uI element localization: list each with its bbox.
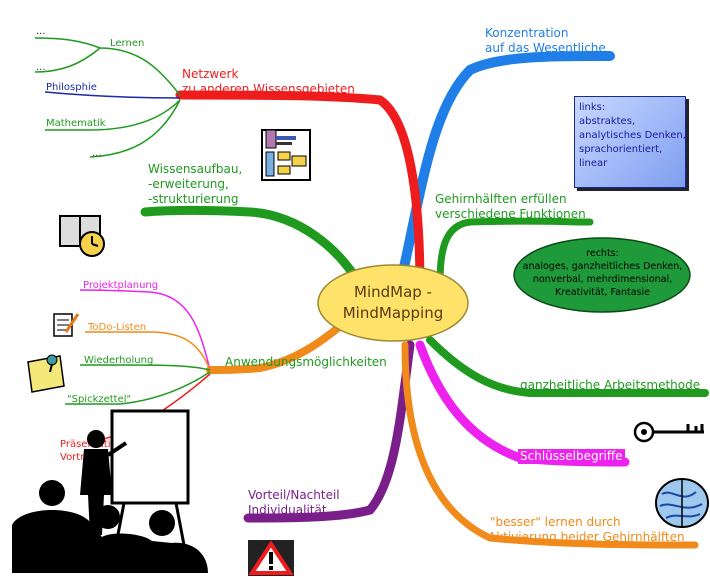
branch-vorteil	[243, 340, 415, 523]
links-text-4: sprachorientiert,	[579, 144, 663, 155]
ganzheitlich-label: ganzheitliche Arbeitsmethode	[520, 378, 701, 392]
anwendung-label: Anwendungsmöglichkeiten	[225, 355, 387, 369]
netzwerk-line-2: zu anderen Wissensgebieten	[182, 82, 355, 96]
rechts-text-3: nonverbal, mehrdimensional,	[532, 274, 673, 285]
rechts-text-1: rechts:	[586, 248, 619, 259]
links-text-1: links:	[579, 102, 606, 113]
besser-line-2: Aktivierung beider Gehirnhälften	[488, 530, 685, 544]
sub-lernen: Lernen	[110, 38, 145, 49]
branch-anwendung	[206, 314, 354, 374]
links-text-5: linear	[579, 158, 608, 169]
rechts-text: rechts: analoges, ganzheitliches Denken,…	[515, 247, 690, 299]
gehirn-line-2: verschiedene Funktionen	[435, 207, 586, 221]
rechts-text-4: Kreativität, Fantasie	[555, 287, 650, 298]
pinned-note-icon	[27, 354, 65, 393]
vorteil-line-2: Individualität	[248, 503, 327, 517]
key-icon	[633, 421, 704, 443]
konzentration-label: Konzentration auf das Wesentliche	[485, 26, 606, 56]
sub-dots-3: ...	[92, 148, 102, 159]
rechts-text-2: analoges, ganzheitliches Denken,	[522, 261, 683, 272]
presentation-silhouette-icon	[12, 409, 208, 573]
center-node	[317, 264, 469, 342]
links-text-2: abstraktes,	[579, 116, 636, 127]
notepad-pencil-icon	[53, 313, 80, 337]
netzwerk-label: Netzwerk zu anderen Wissensgebieten	[182, 67, 355, 97]
branch-wissen	[140, 206, 365, 290]
sub-dots-2: ...	[36, 62, 46, 73]
warning-icon	[248, 540, 294, 576]
book-clock-icon	[59, 215, 105, 257]
sub-projekt: Projektplanung	[83, 280, 159, 291]
sub-mathematik: Mathematik	[46, 118, 106, 129]
wissen-line-1: Wissensaufbau,	[148, 162, 243, 176]
wissen-line-3: -strukturierung	[148, 192, 239, 206]
sub-philosophie: Philosphie	[46, 82, 97, 93]
sub-wiederholung: Wiederholung	[84, 355, 154, 366]
brain-icon	[655, 478, 709, 528]
sub-dots-1: ...	[36, 26, 46, 37]
besser-line-1: "besser" lernen durch	[490, 515, 621, 529]
center-title-2: MindMapping	[342, 304, 444, 322]
branch-netzwerk	[175, 90, 425, 293]
clipboard-icon	[261, 129, 311, 181]
center-text: MindMap - MindMapping	[318, 282, 468, 324]
rechts-node	[513, 237, 691, 313]
schluessel-label: Schlüsselbegriffe	[518, 449, 625, 464]
wissen-label: Wissensaufbau, -erweiterung, -strukturie…	[148, 162, 242, 207]
branch-besser	[401, 341, 699, 549]
links-box: links: abstraktes, analytisches Denken, …	[574, 96, 686, 188]
branch-ganzheitlich	[426, 336, 709, 398]
center-title-1: MindMap -	[354, 283, 432, 301]
konzentration-line-2: auf das Wesentliche	[485, 41, 606, 55]
netzwerk-line-1: Netzwerk	[182, 67, 239, 81]
wissen-line-2: -erweiterung,	[148, 177, 229, 191]
gehirn-line-1: Gehirnhälften erfüllen	[435, 192, 567, 206]
konzentration-line-1: Konzentration	[485, 26, 569, 40]
gehirn-label: Gehirnhälften erfüllen verschiedene Funk…	[435, 192, 586, 222]
links-text-3: analytisches Denken,	[579, 130, 686, 141]
branch-gehirn	[436, 217, 594, 286]
besser-label: "besser" lernen durch Aktivierung beider…	[488, 515, 685, 545]
vorteil-label: Vorteil/Nachteil Individualität	[248, 488, 340, 518]
vorteil-line-1: Vorteil/Nachteil	[248, 488, 340, 502]
sub-spick: "Spickzettel"	[67, 394, 132, 405]
sub-todo: ToDo-Listen	[88, 322, 147, 333]
sub-praes-2: Vorträge	[60, 452, 103, 463]
